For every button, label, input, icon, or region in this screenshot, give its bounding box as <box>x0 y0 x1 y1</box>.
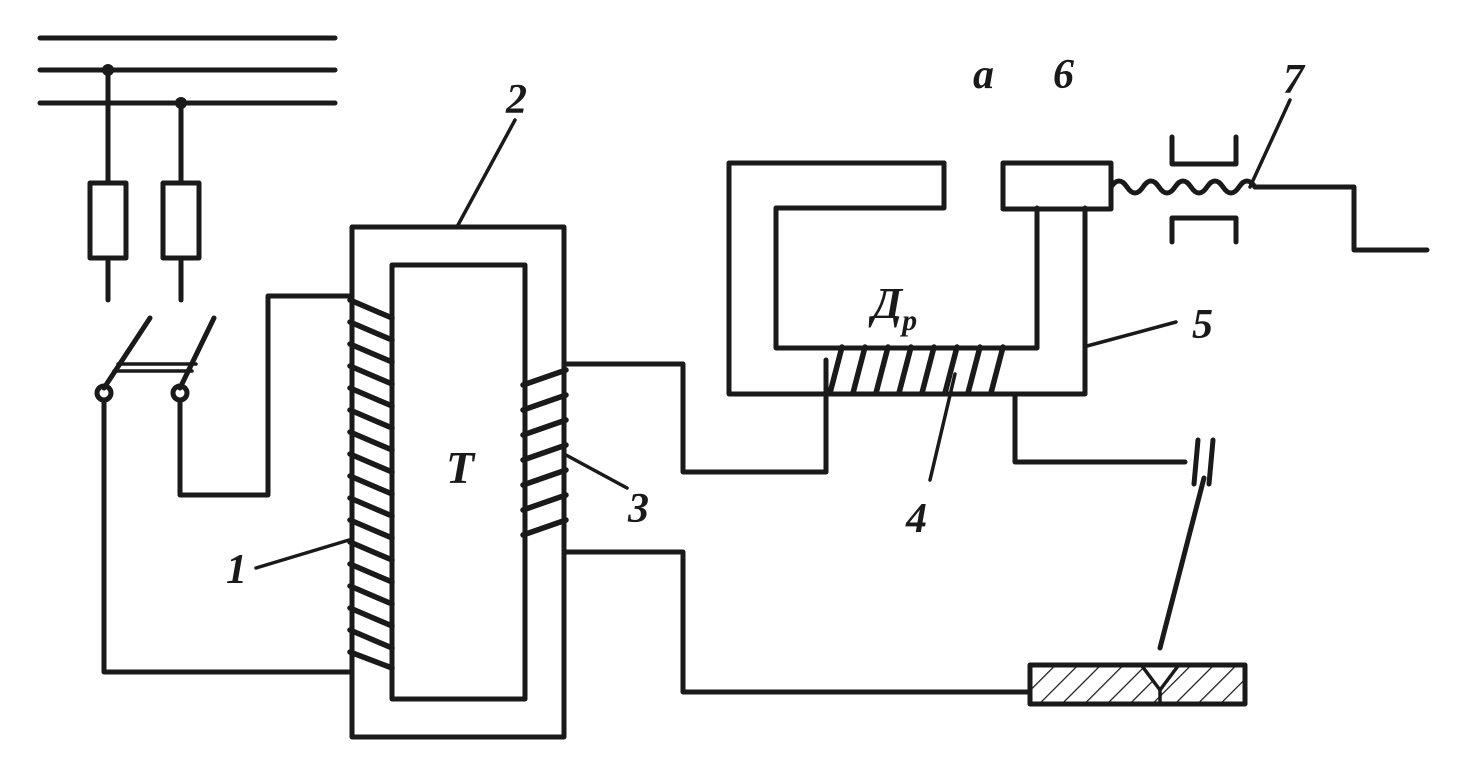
choke-winding <box>827 344 1188 465</box>
electrode <box>1157 437 1216 651</box>
label-movable-part: 6 <box>1053 52 1074 98</box>
switch <box>94 315 217 403</box>
choke-movable-part <box>1000 160 1114 212</box>
label-transformer: T <box>446 442 476 493</box>
label-gap: a <box>973 52 994 98</box>
label-secondary-winding: 3 <box>627 486 649 532</box>
primary-winding <box>347 297 395 671</box>
secondary-wiring <box>563 357 1033 695</box>
workpiece <box>1027 662 1248 707</box>
label-screw: 7 <box>1283 57 1306 103</box>
fuses <box>87 67 202 303</box>
label-choke-base: Д <box>868 279 904 328</box>
label-primary-winding: 1 <box>226 547 247 593</box>
secondary-winding <box>520 367 569 538</box>
label-choke-winding: 4 <box>905 496 927 542</box>
choke-core <box>726 160 1088 397</box>
label-choke-sub: р <box>899 304 917 337</box>
supply-lines <box>37 35 338 109</box>
label-choke: Др <box>868 279 917 337</box>
leader-lines <box>254 98 1292 570</box>
label-choke-core: 5 <box>1192 302 1213 348</box>
adjusting-screw <box>1108 134 1430 253</box>
label-core: 2 <box>505 77 527 123</box>
primary-wiring <box>101 293 353 675</box>
